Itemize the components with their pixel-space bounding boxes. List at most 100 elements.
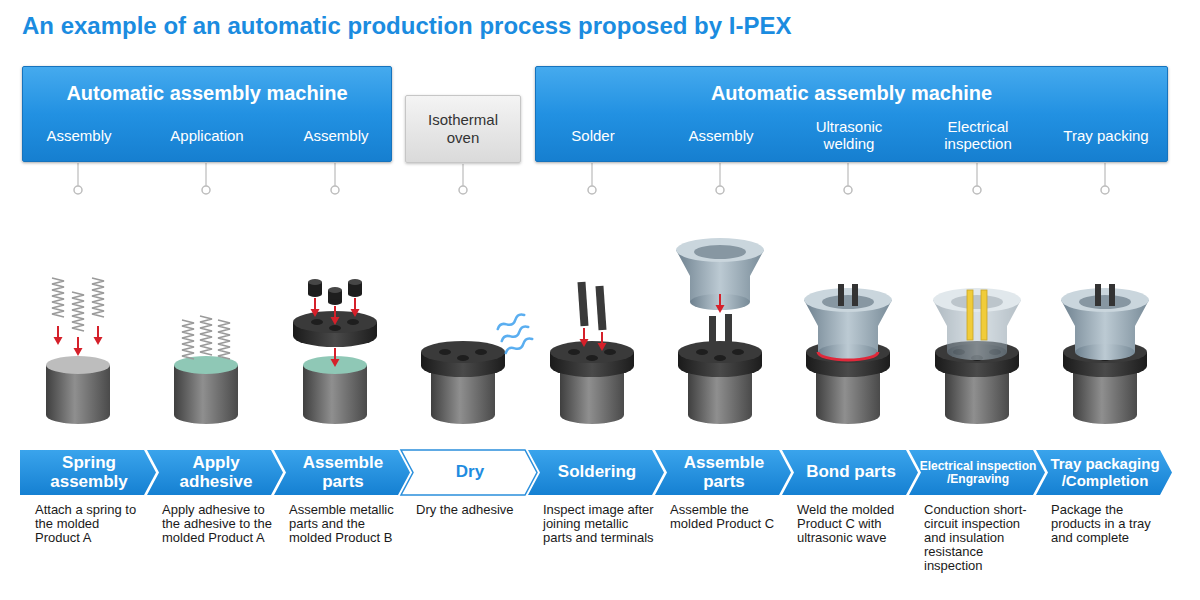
step-title-slot: Electrical inspection /Engraving [917, 450, 1039, 495]
step-description-slot: Conduction short-circuit inspection and … [924, 503, 1036, 573]
step-description: Assemble the molded Product C [670, 503, 782, 531]
leader-line [719, 163, 721, 186]
step-title: Dry [456, 463, 484, 481]
leader-dot [74, 186, 82, 194]
red-arrow [598, 332, 607, 351]
weld-seam [818, 352, 878, 360]
station-slot: Application [147, 115, 267, 155]
chevron-shape [1036, 450, 1172, 495]
leader-dot [1101, 186, 1109, 194]
spring [218, 320, 230, 359]
step-title-slot: Soldering [536, 450, 658, 495]
metallic-part [328, 287, 342, 305]
red-arrow [94, 326, 103, 345]
terminal-pins [1095, 284, 1115, 306]
oven-box: Isothermal oven [405, 95, 521, 163]
leader-dot [202, 186, 210, 194]
station-slot: Assembly [276, 115, 396, 155]
chevron-shape [528, 450, 664, 495]
heading-slot: Automatic assembly machine [536, 81, 1167, 105]
step-title-slot: Apply adhesive [155, 450, 277, 495]
step-description-slot: Assemble metallic parts and the molded P… [289, 503, 401, 545]
spring [52, 278, 64, 317]
chevron-shape [782, 450, 918, 495]
station-slot: Solder [533, 115, 653, 155]
leader-dot [716, 186, 724, 194]
heat-waves [497, 313, 534, 355]
red-arrow [74, 337, 83, 356]
step-title-slot: Assemble parts [663, 450, 785, 495]
step-illustration [933, 288, 1021, 424]
station-slot: Assembly [19, 115, 139, 155]
step-chevron: Apply adhesiveApply adhesive to the adhe… [147, 450, 283, 495]
step-title: Apply adhesive [155, 454, 277, 491]
metallic-terminal [725, 314, 732, 354]
station-label: Ultrasonic welding [789, 118, 909, 152]
machine-panel: Automatic assembly machineAssemblyApplic… [22, 66, 392, 162]
panel-heading: Automatic assembly machine [536, 81, 1167, 105]
spring [72, 292, 84, 331]
step-description: Attach a spring to the molded Product A [35, 503, 147, 545]
step-description-slot: Attach a spring to the molded Product A [35, 503, 147, 545]
step-illustration [293, 279, 377, 424]
leader-line [847, 163, 849, 186]
station-label: Assembly [688, 127, 753, 144]
step-illustration [174, 316, 238, 424]
step-description: Dry the adhesive [416, 503, 528, 517]
step-title: Tray packaging /Completion [1044, 456, 1166, 488]
molded-product-c [1061, 288, 1149, 360]
step-title: Assemble parts [282, 454, 404, 491]
step-description-slot: Dry the adhesive [416, 503, 528, 517]
chevron-shape [147, 450, 283, 495]
step-title: Assemble parts [663, 454, 785, 491]
chevron-shape [655, 450, 791, 495]
chevron-shape [274, 450, 410, 495]
red-arrow [54, 326, 63, 345]
leader-line [334, 163, 336, 186]
step-title-slot: Bond parts [790, 450, 912, 495]
step-title: Soldering [558, 463, 636, 481]
molded-product-b [421, 341, 505, 377]
machine-panel: Automatic assembly machineSolder Assembly… [535, 66, 1168, 162]
step-chevron: Bond partsWeld the molded Product C with… [782, 450, 918, 495]
step-illustration [46, 278, 110, 424]
step-title: Bond parts [806, 463, 896, 481]
red-arrow [331, 348, 340, 367]
leader-dot [459, 186, 467, 194]
molded-product-b [550, 341, 634, 377]
leader-lines [74, 163, 1109, 194]
leader-line [1104, 163, 1106, 186]
step-chevron: SolderingInspect image after joining met… [528, 450, 664, 495]
step-illustration [1061, 284, 1149, 424]
leader-line [591, 163, 593, 186]
station-label: Tray packing [1063, 127, 1148, 144]
title-slot: An example of an automatic production pr… [22, 12, 791, 40]
chevron-shape [20, 450, 156, 495]
step-description-slot: Package the products in a tray and compl… [1051, 503, 1163, 545]
step-chevron: Assemble partsAssemble the molded Produc… [655, 450, 791, 495]
oven-label: Isothermal oven [414, 111, 512, 147]
red-arrow [580, 328, 589, 347]
oven-slot: Isothermal oven [406, 96, 520, 162]
step-description: Package the products in a tray and compl… [1051, 503, 1163, 545]
step-title: Electrical inspection /Engraving [917, 460, 1039, 486]
metallic-part [308, 279, 322, 297]
step-description-slot: Apply adhesive to the adhesive to the mo… [162, 503, 274, 545]
step-chevron: Assemble partsAssemble metallic parts an… [274, 450, 410, 495]
step-illustration [421, 313, 533, 424]
terminal-pins-highlighted [967, 290, 987, 340]
spring [92, 278, 104, 317]
station-label: Assembly [46, 127, 111, 144]
station-label: Application [170, 127, 243, 144]
metallic-terminal [709, 316, 716, 356]
red-arrow [311, 298, 320, 317]
leader-line [205, 163, 207, 186]
station-label: Electrical inspection [918, 118, 1038, 152]
step-chevron: Spring assemblyAttach a spring to the mo… [20, 450, 156, 495]
diagram-title: An example of an automatic production pr… [22, 12, 791, 40]
red-arrow [351, 298, 360, 317]
leader-dot [588, 186, 596, 194]
station-slot: Assembly [661, 115, 781, 155]
station-slot: Tray packing [1046, 115, 1166, 155]
